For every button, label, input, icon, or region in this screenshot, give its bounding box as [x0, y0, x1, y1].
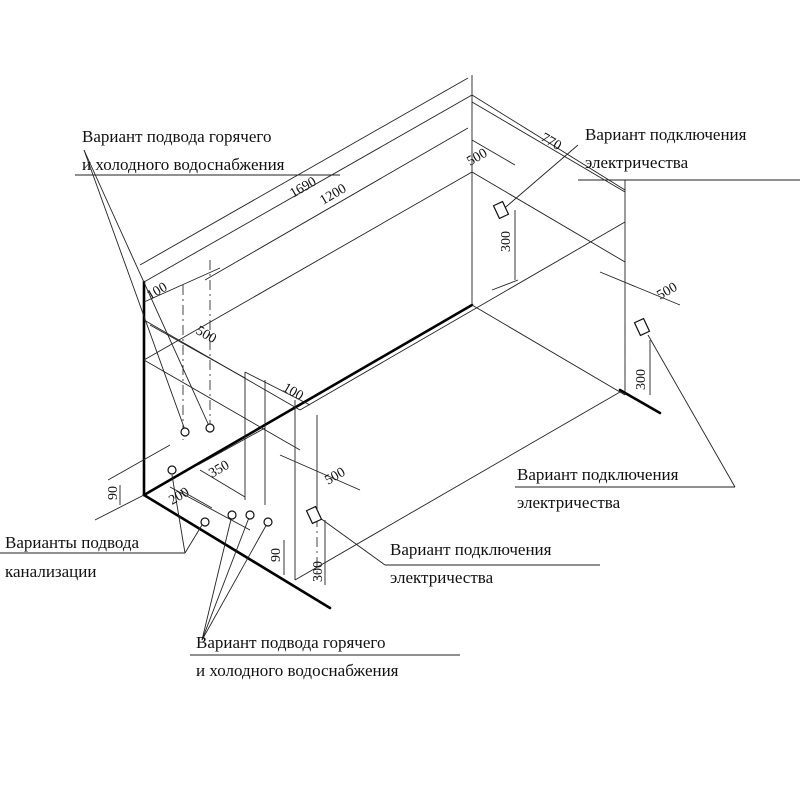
dim-90-left: 90 — [106, 486, 121, 500]
callout-elec-mid-line2: электричества — [390, 568, 494, 587]
leader-lines — [0, 144, 800, 656]
dim-350: 350 — [207, 458, 233, 481]
callout-elec-mid-line1: Вариант подключения — [390, 540, 552, 559]
dimension-lines — [119, 75, 681, 585]
dim-200: 200 — [167, 485, 193, 508]
callout-sewer-line1: Варианты подвода — [5, 533, 140, 552]
electric-socket-icon — [305, 200, 651, 525]
dim-500-right: 500 — [655, 280, 681, 303]
pipe-connection-icon — [167, 423, 273, 527]
callout-elec-right: Вариант подключения электричества — [517, 465, 679, 512]
callout-water-bottom: Вариант подвода горячего и холодного вод… — [196, 633, 399, 680]
callout-water-top-line1: Вариант подвода горячего — [82, 127, 271, 146]
callout-elec-top-line1: Вариант подключения — [585, 125, 747, 144]
callout-water-bottom-line2: и холодного водоснабжения — [196, 661, 399, 680]
dim-500-mid: 500 — [323, 465, 349, 488]
callout-sewer: Варианты подвода канализации — [5, 533, 140, 581]
centre-lines — [182, 238, 626, 580]
dim-90-mid: 90 — [269, 548, 284, 562]
callout-elec-right-line2: электричества — [517, 493, 621, 512]
dim-300-mid: 300 — [311, 561, 326, 582]
dim-500-top: 500 — [465, 146, 491, 169]
callout-elec-top: Вариант подключения электричества — [585, 125, 747, 172]
dim-300-right: 300 — [634, 369, 649, 390]
dim-500-left: 500 — [193, 323, 219, 346]
callout-elec-mid: Вариант подключения электричества — [390, 540, 552, 587]
callout-elec-top-line2: электричества — [585, 153, 689, 172]
callout-water-bottom-line1: Вариант подвода горячего — [196, 633, 385, 652]
callout-elec-right-line1: Вариант подключения — [517, 465, 679, 484]
callout-water-top-line2: и холодного водоснабжения — [82, 155, 285, 174]
dim-770: 770 — [538, 130, 564, 153]
dim-300-top: 300 — [499, 231, 514, 252]
callout-water-top: Вариант подвода горячего и холодного вод… — [82, 127, 285, 174]
callout-sewer-line2: канализации — [5, 562, 96, 581]
dim-1200: 1200 — [318, 181, 350, 208]
